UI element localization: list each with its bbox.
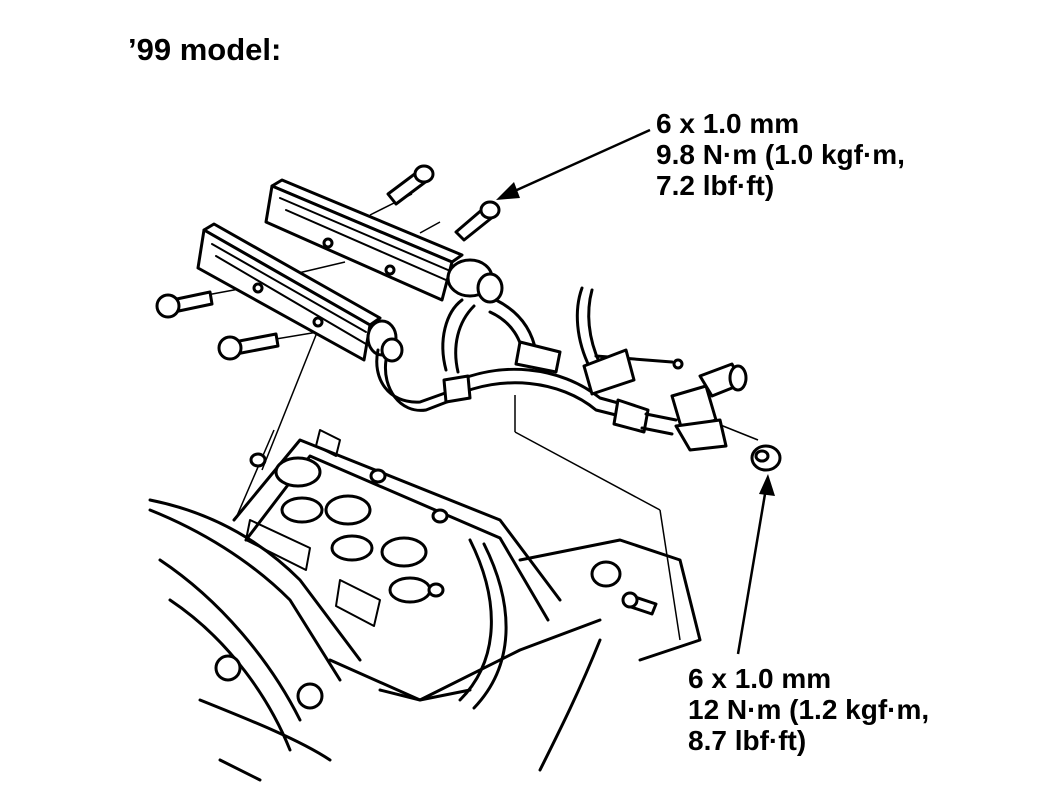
torque-spec-upper-bolts: 6 x 1.0 mm 9.8 N·m (1.0 kgf·m, 7.2 lbf·f… (656, 108, 905, 201)
engine-cylinder-head (148, 429, 702, 782)
flange-nut (750, 444, 782, 472)
bolt-upper-right (454, 200, 501, 242)
callout-arrow-top (496, 128, 651, 200)
spec-line: 8.7 lbf·ft) (688, 725, 807, 756)
fuel-lines (375, 286, 684, 436)
bolt-middle-left (155, 290, 214, 319)
spec-line: 9.8 N·m (1.0 kgf·m, (656, 139, 905, 170)
bolt-upper-left (386, 164, 435, 206)
diagram-title: ’99 model: (128, 32, 282, 67)
lower-fuel-rail (196, 222, 404, 363)
bolt-lower-left (217, 332, 280, 361)
pressure-regulator (670, 362, 748, 452)
callout-arrow-bottom (736, 474, 775, 655)
upper-fuel-rail (264, 178, 504, 304)
spec-line: 12 N·m (1.2 kgf·m, (688, 694, 930, 725)
torque-spec-flange-nut: 6 x 1.0 mm 12 N·m (1.2 kgf·m, 8.7 lbf·ft… (688, 663, 929, 756)
spec-line: 7.2 lbf·ft) (656, 170, 775, 201)
bolt-right-side (621, 591, 658, 616)
spec-line: 6 x 1.0 mm (656, 108, 800, 139)
spec-line: 6 x 1.0 mm (688, 663, 832, 694)
